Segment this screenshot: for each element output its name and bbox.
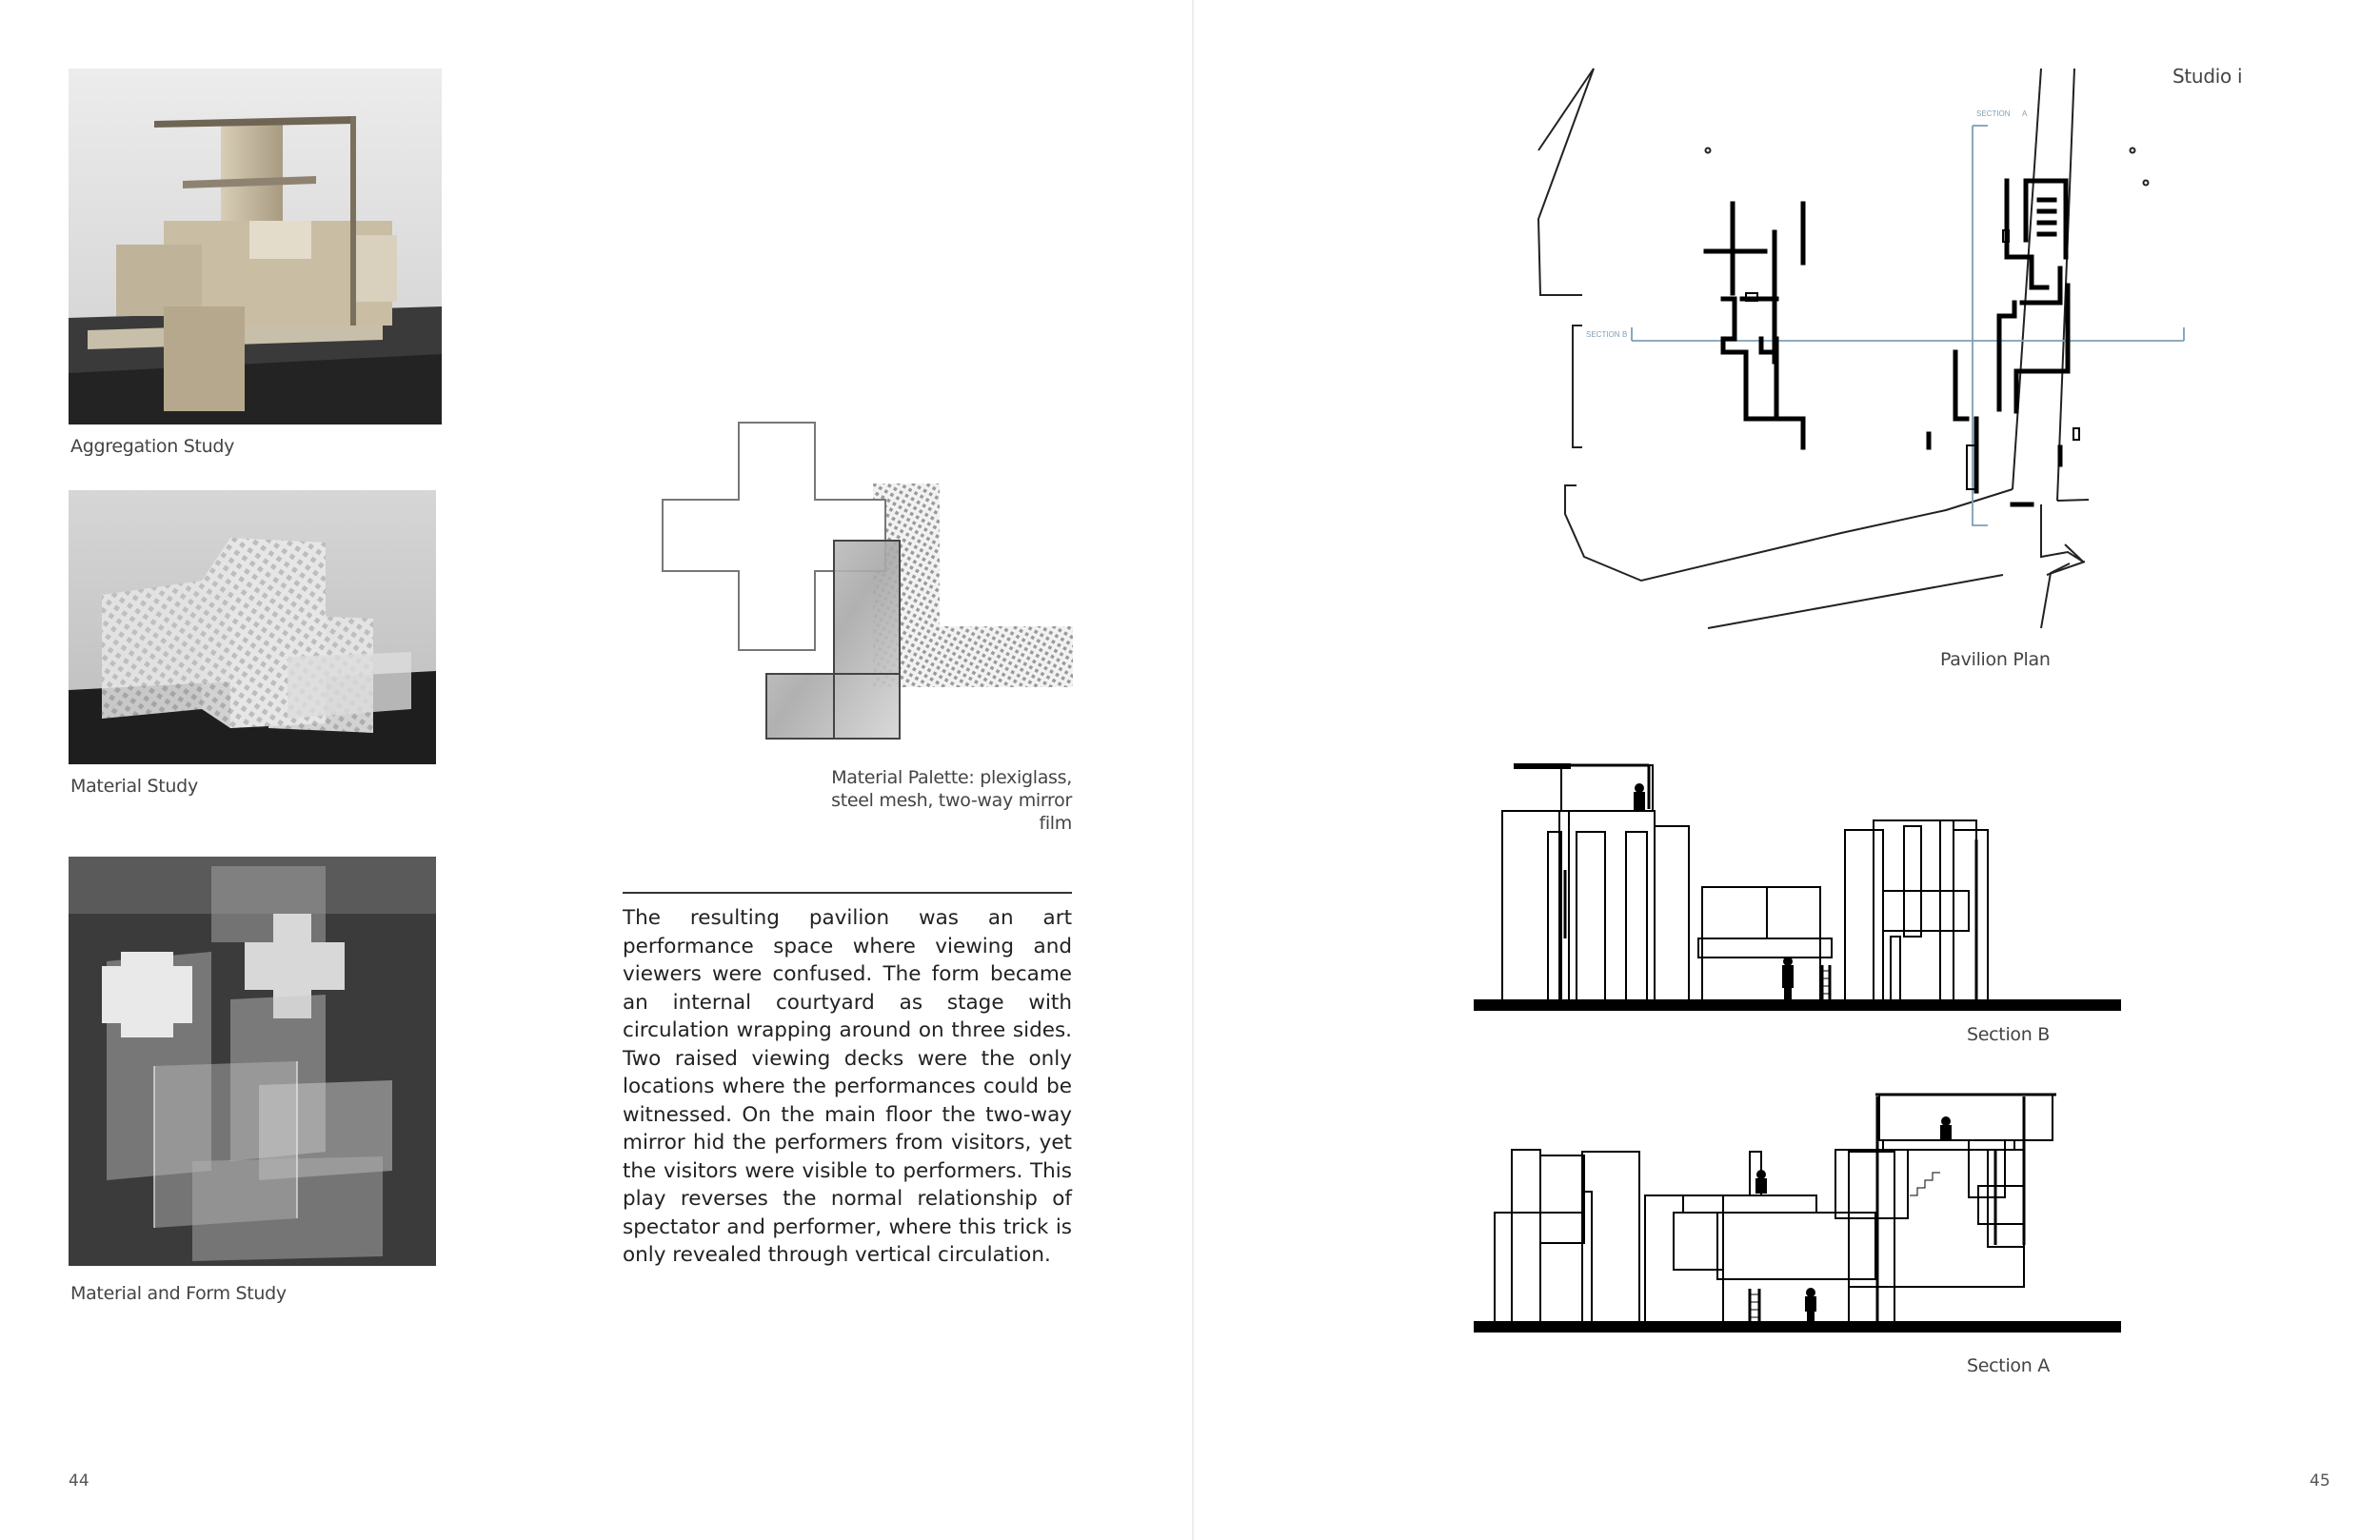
- plan-section-a-label: SECTION: [1976, 109, 2011, 118]
- aggregation-study-photo: [69, 69, 442, 424]
- material-study-photo: [69, 490, 436, 764]
- pavilion-description: The resulting pavilion was an art perfor…: [623, 906, 1072, 1267]
- plan-section-b-label: SECTION: [1586, 330, 1620, 339]
- section-a-caption: Section A: [1967, 1355, 2050, 1376]
- plan-section-b-letter: B: [1622, 330, 1627, 339]
- page-gutter: [1192, 0, 1194, 1540]
- text-divider-rule: [623, 892, 1072, 894]
- pavilion-plan-drawing: SECTION A SECTION B: [1527, 67, 2270, 638]
- right-page: Studio i: [1194, 0, 2380, 1540]
- material-study-caption: Material Study: [70, 776, 198, 797]
- plan-section-a-letter: A: [2022, 109, 2028, 118]
- material-palette-caption: Material Palette: plexiglass, steel mesh…: [831, 767, 1072, 834]
- aggregation-study-caption: Aggregation Study: [70, 436, 235, 457]
- left-page: Aggregation Study Material Study: [69, 69, 1076, 1491]
- section-b-caption: Section B: [1967, 1024, 2050, 1045]
- section-b-drawing: [1474, 763, 2121, 1016]
- pavilion-plan-caption: Pavilion Plan: [1940, 649, 2051, 670]
- page-number-right: 45: [2310, 1471, 2330, 1491]
- section-a-drawing: [1474, 1093, 2121, 1342]
- material-palette-collage: [657, 419, 1076, 752]
- page-number-left: 44: [69, 1471, 89, 1491]
- material-form-study-caption: Material and Form Study: [70, 1283, 287, 1304]
- material-form-study-photo: [69, 857, 436, 1266]
- studio-header: Studio i: [2172, 65, 2243, 88]
